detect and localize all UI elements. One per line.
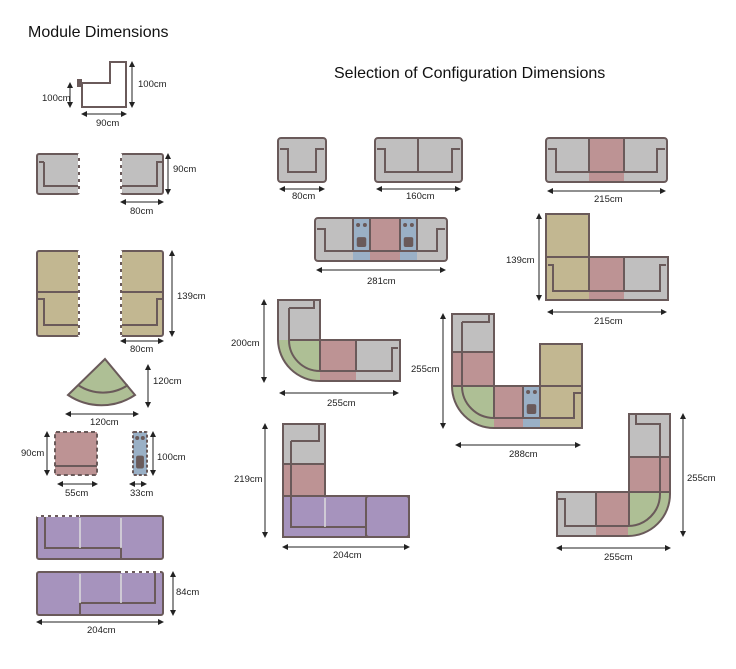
seat-outline [289,300,315,309]
module-outline [36,571,164,616]
dim-label: 90cm [21,448,44,459]
dim-label: 100cm [138,79,167,90]
module-block [283,464,325,496]
module-block [283,496,409,537]
dim-label: 215cm [594,194,623,205]
cup-holder-icon [356,223,361,227]
cup-holder-icon [532,390,537,394]
curved-wedge [66,357,137,407]
module-outline [374,137,463,183]
dim-label: 288cm [509,449,538,460]
dim-label: 33cm [130,488,153,499]
dim-label: 139cm [177,291,206,302]
seat-outline [79,572,156,615]
module-block [55,432,97,475]
seat-outline [291,424,320,442]
dim-label: 281cm [367,276,396,287]
module-block [370,218,400,261]
dim-label: 200cm [231,338,260,349]
console-block [400,219,417,252]
cup-holder-icon [362,223,367,227]
module-block [452,352,494,386]
module-dimensions-title: Module Dimensions [28,24,169,41]
module-block [629,457,670,492]
seat-outline [280,148,324,173]
dim-label: 255cm [687,473,716,484]
rose-seat [320,340,356,381]
module-outline [132,431,148,476]
storage-icon [356,237,367,248]
module-outline [277,137,327,183]
storage-icon [526,404,537,415]
seat-outline [548,264,666,292]
module-outline [545,137,668,183]
dim-label: 160cm [406,191,435,202]
cup-holder-icon [409,223,414,227]
seat-outline [37,298,79,326]
labels-layer: 100cm 100cm 90cm 90cm 80cm 139cm 80cm 12… [21,79,716,636]
dim-label: 90cm [96,118,119,129]
seat-outline [121,161,163,187]
seat-outline [462,314,490,323]
seat-outline [288,308,398,372]
shapes-layer [36,61,671,616]
module-outline [314,217,448,262]
dim-label: 139cm [506,255,535,266]
module-block [37,572,163,615]
module-block [596,492,629,536]
seat-outline [44,516,122,559]
dim-label: 80cm [130,206,153,217]
config-outline [556,413,671,537]
config-outline [545,213,669,301]
dim-label: 255cm [604,552,633,563]
seat-outline [43,162,79,187]
module-block [494,386,523,428]
dim-label: 100cm [42,93,71,104]
cup-holder-icon [135,436,140,440]
dim-label: 55cm [65,488,88,499]
cup-holder-icon [140,436,145,440]
dim-label: 255cm [327,398,356,409]
seat-outline [377,148,460,173]
seat-outline [548,148,665,173]
config-outline [277,299,401,382]
green-corner [452,386,494,428]
module-outline [365,495,410,538]
dim-label: 100cm [157,452,186,463]
cup-holder-icon [526,390,531,394]
seat-outline [77,384,129,394]
green-corner [278,340,320,382]
storage-icon [136,455,144,469]
dim-label: 120cm [153,376,182,387]
module-outline [36,153,80,195]
dim-label: 255cm [411,364,440,375]
arrows-layer [36,61,686,625]
seat-outline [121,298,163,326]
cup-holder-icon [403,223,408,227]
side-profile-outline [81,61,127,108]
module-block [37,516,163,559]
side-profile-cushion [77,79,82,87]
dim-label: 90cm [173,164,196,175]
module-block [589,257,624,300]
dim-label: 215cm [594,316,623,327]
module-outline [120,153,164,195]
dim-label: 120cm [90,417,119,428]
module-block [278,138,326,182]
storage-icon [403,237,414,248]
seat-outline [461,322,582,419]
module-outline [36,515,164,560]
dim-label: 219cm [234,474,263,485]
configuration-dimensions-title: Selection of Configuration Dimensions [334,65,606,82]
dim-label: 80cm [130,344,153,355]
console-block [353,219,370,252]
module-block [589,138,624,182]
seat-outline [317,228,445,252]
dim-label: 84cm [176,587,199,598]
dim-label: 204cm [87,625,116,636]
config-outline [451,313,583,429]
dim-label: 80cm [292,191,315,202]
dim-label: 204cm [333,550,362,561]
module-block [624,257,668,300]
